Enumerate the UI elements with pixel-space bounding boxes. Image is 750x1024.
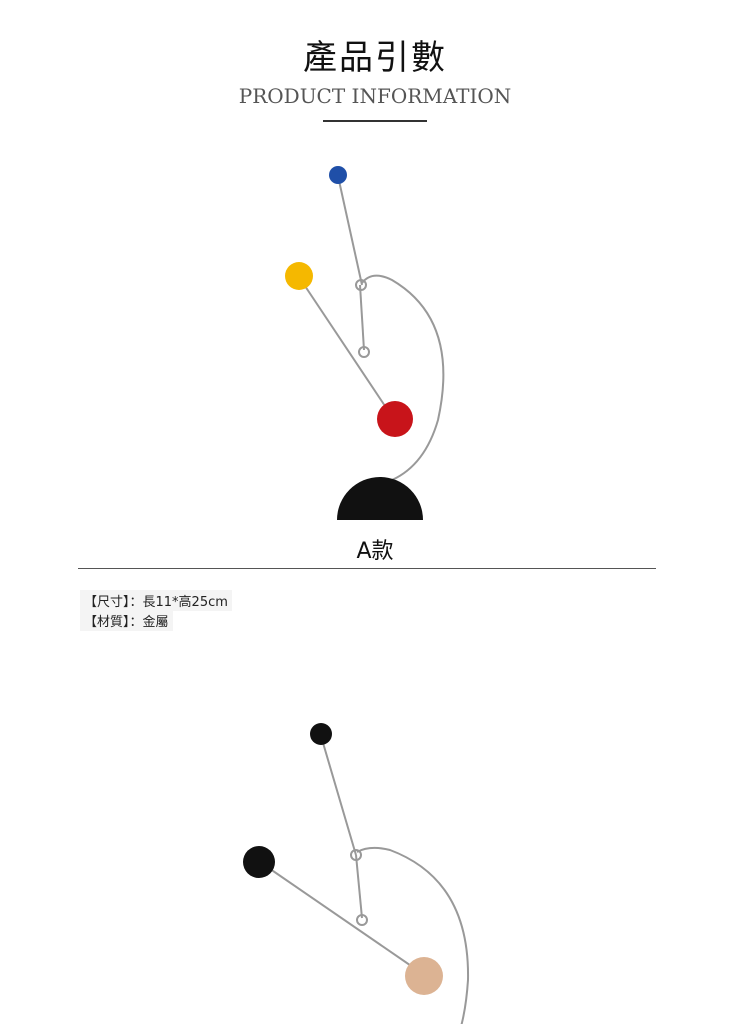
blue-ball: [329, 166, 347, 184]
title-divider: [323, 120, 427, 122]
spec-material: 【材質】：金屬: [80, 610, 173, 631]
yellow-ball: [285, 262, 313, 290]
spec-size: 【尺寸】：長11*高25cm: [80, 590, 232, 611]
page-subtitle: PRODUCT INFORMATION: [238, 84, 512, 108]
red-ball: [377, 401, 413, 437]
black-ball-large: [243, 846, 275, 878]
black-ball-small: [310, 723, 332, 745]
wood-ball: [405, 957, 443, 995]
product-a-image: [285, 166, 445, 520]
black-base: [337, 477, 423, 520]
section-divider: [78, 568, 656, 569]
product-a-caption: A款: [356, 539, 394, 564]
page-title: 產品引數: [303, 38, 447, 78]
product-b-image: [243, 723, 470, 1024]
